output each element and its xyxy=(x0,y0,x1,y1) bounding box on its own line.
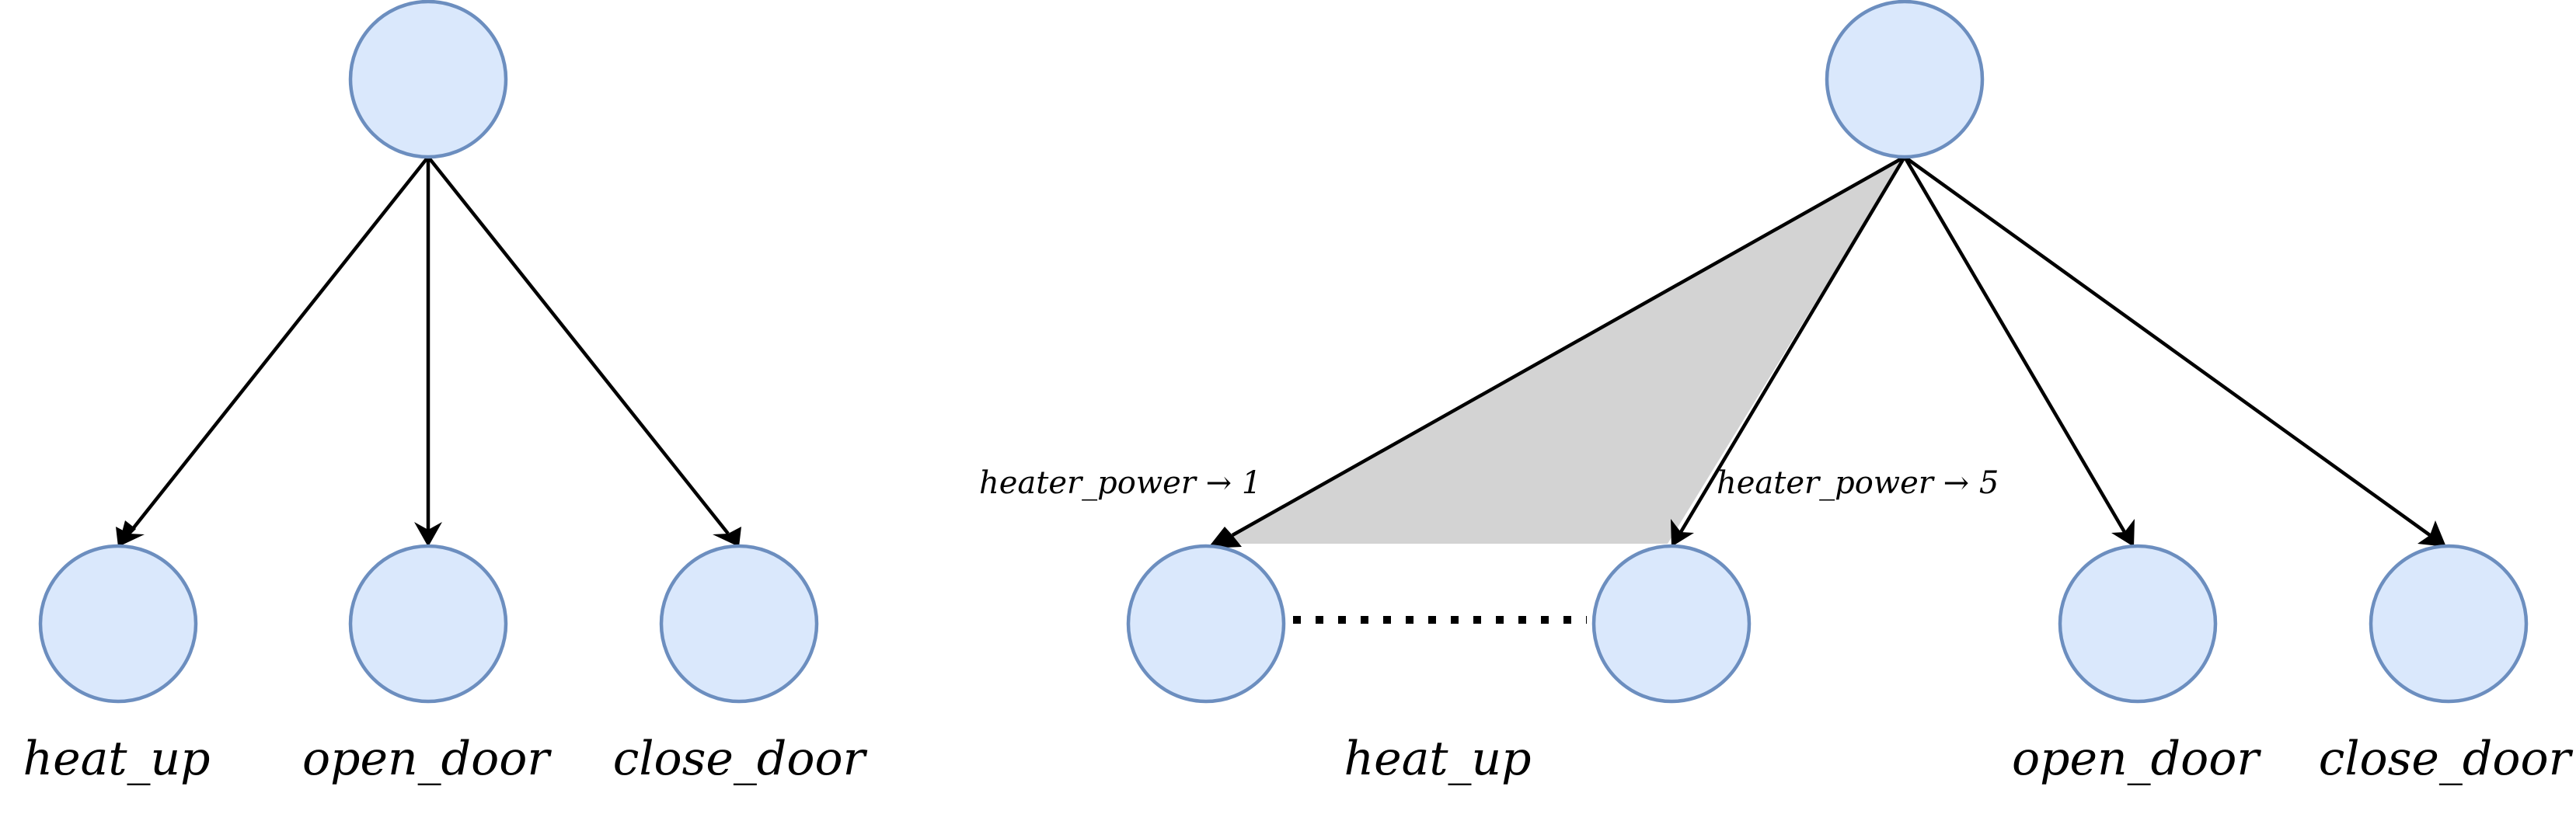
left-leaf-node-close-door xyxy=(659,544,819,704)
left-edge-close-door xyxy=(427,155,730,535)
right-leaf-label-close-door: close_door xyxy=(2319,732,2574,786)
right-leaf-node-heat-up-high xyxy=(1591,544,1752,704)
left-arrowhead-heat-up-body xyxy=(116,527,145,547)
right-arrowhead-heat-up-high xyxy=(1671,519,1694,547)
right-root-node xyxy=(1825,0,1985,159)
left-leaf-label-open-door: open_door xyxy=(302,732,552,786)
left-leaf-label-close-door: close_door xyxy=(613,732,868,786)
right-leaf-node-open-door xyxy=(2058,544,2218,704)
right-edge-open-door xyxy=(1903,155,2126,534)
left-leaf-node-heat-up xyxy=(38,544,198,704)
left-tree: heat_up open_door close_door xyxy=(23,0,868,786)
left-leaf-label-heat-up: heat_up xyxy=(23,732,210,786)
left-arrowhead-close-door xyxy=(713,527,741,547)
right-edge-heat-up-low xyxy=(1231,155,1906,537)
right-arrowhead-heat-up-low xyxy=(1208,527,1242,548)
right-leaf-label-open-door: open_door xyxy=(2012,732,2261,786)
right-leaf-node-close-door xyxy=(2369,544,2529,704)
left-arrowhead-open-door xyxy=(414,522,442,547)
right-leaf-node-heat-up-low xyxy=(1126,544,1286,704)
right-edge-close-door xyxy=(1903,155,2431,537)
right-edge-heat-up-high xyxy=(1679,155,1906,534)
right-arrowhead-close-door xyxy=(2417,520,2446,547)
right-arrowhead-open-door xyxy=(2111,519,2135,547)
left-edge-heat-up xyxy=(127,155,430,535)
edge-label-heater-power-5: heater_power → 5 xyxy=(1717,465,1999,501)
right-tree: heater_power → 1 heater_power → 5 heat_u… xyxy=(979,0,2574,786)
edge-label-heater-power-1: heater_power → 1 xyxy=(979,465,1261,501)
right-leaf-label-heat-up: heat_up xyxy=(1344,732,1531,786)
left-leaf-node-open-door xyxy=(348,544,508,704)
left-root-node xyxy=(348,0,508,159)
